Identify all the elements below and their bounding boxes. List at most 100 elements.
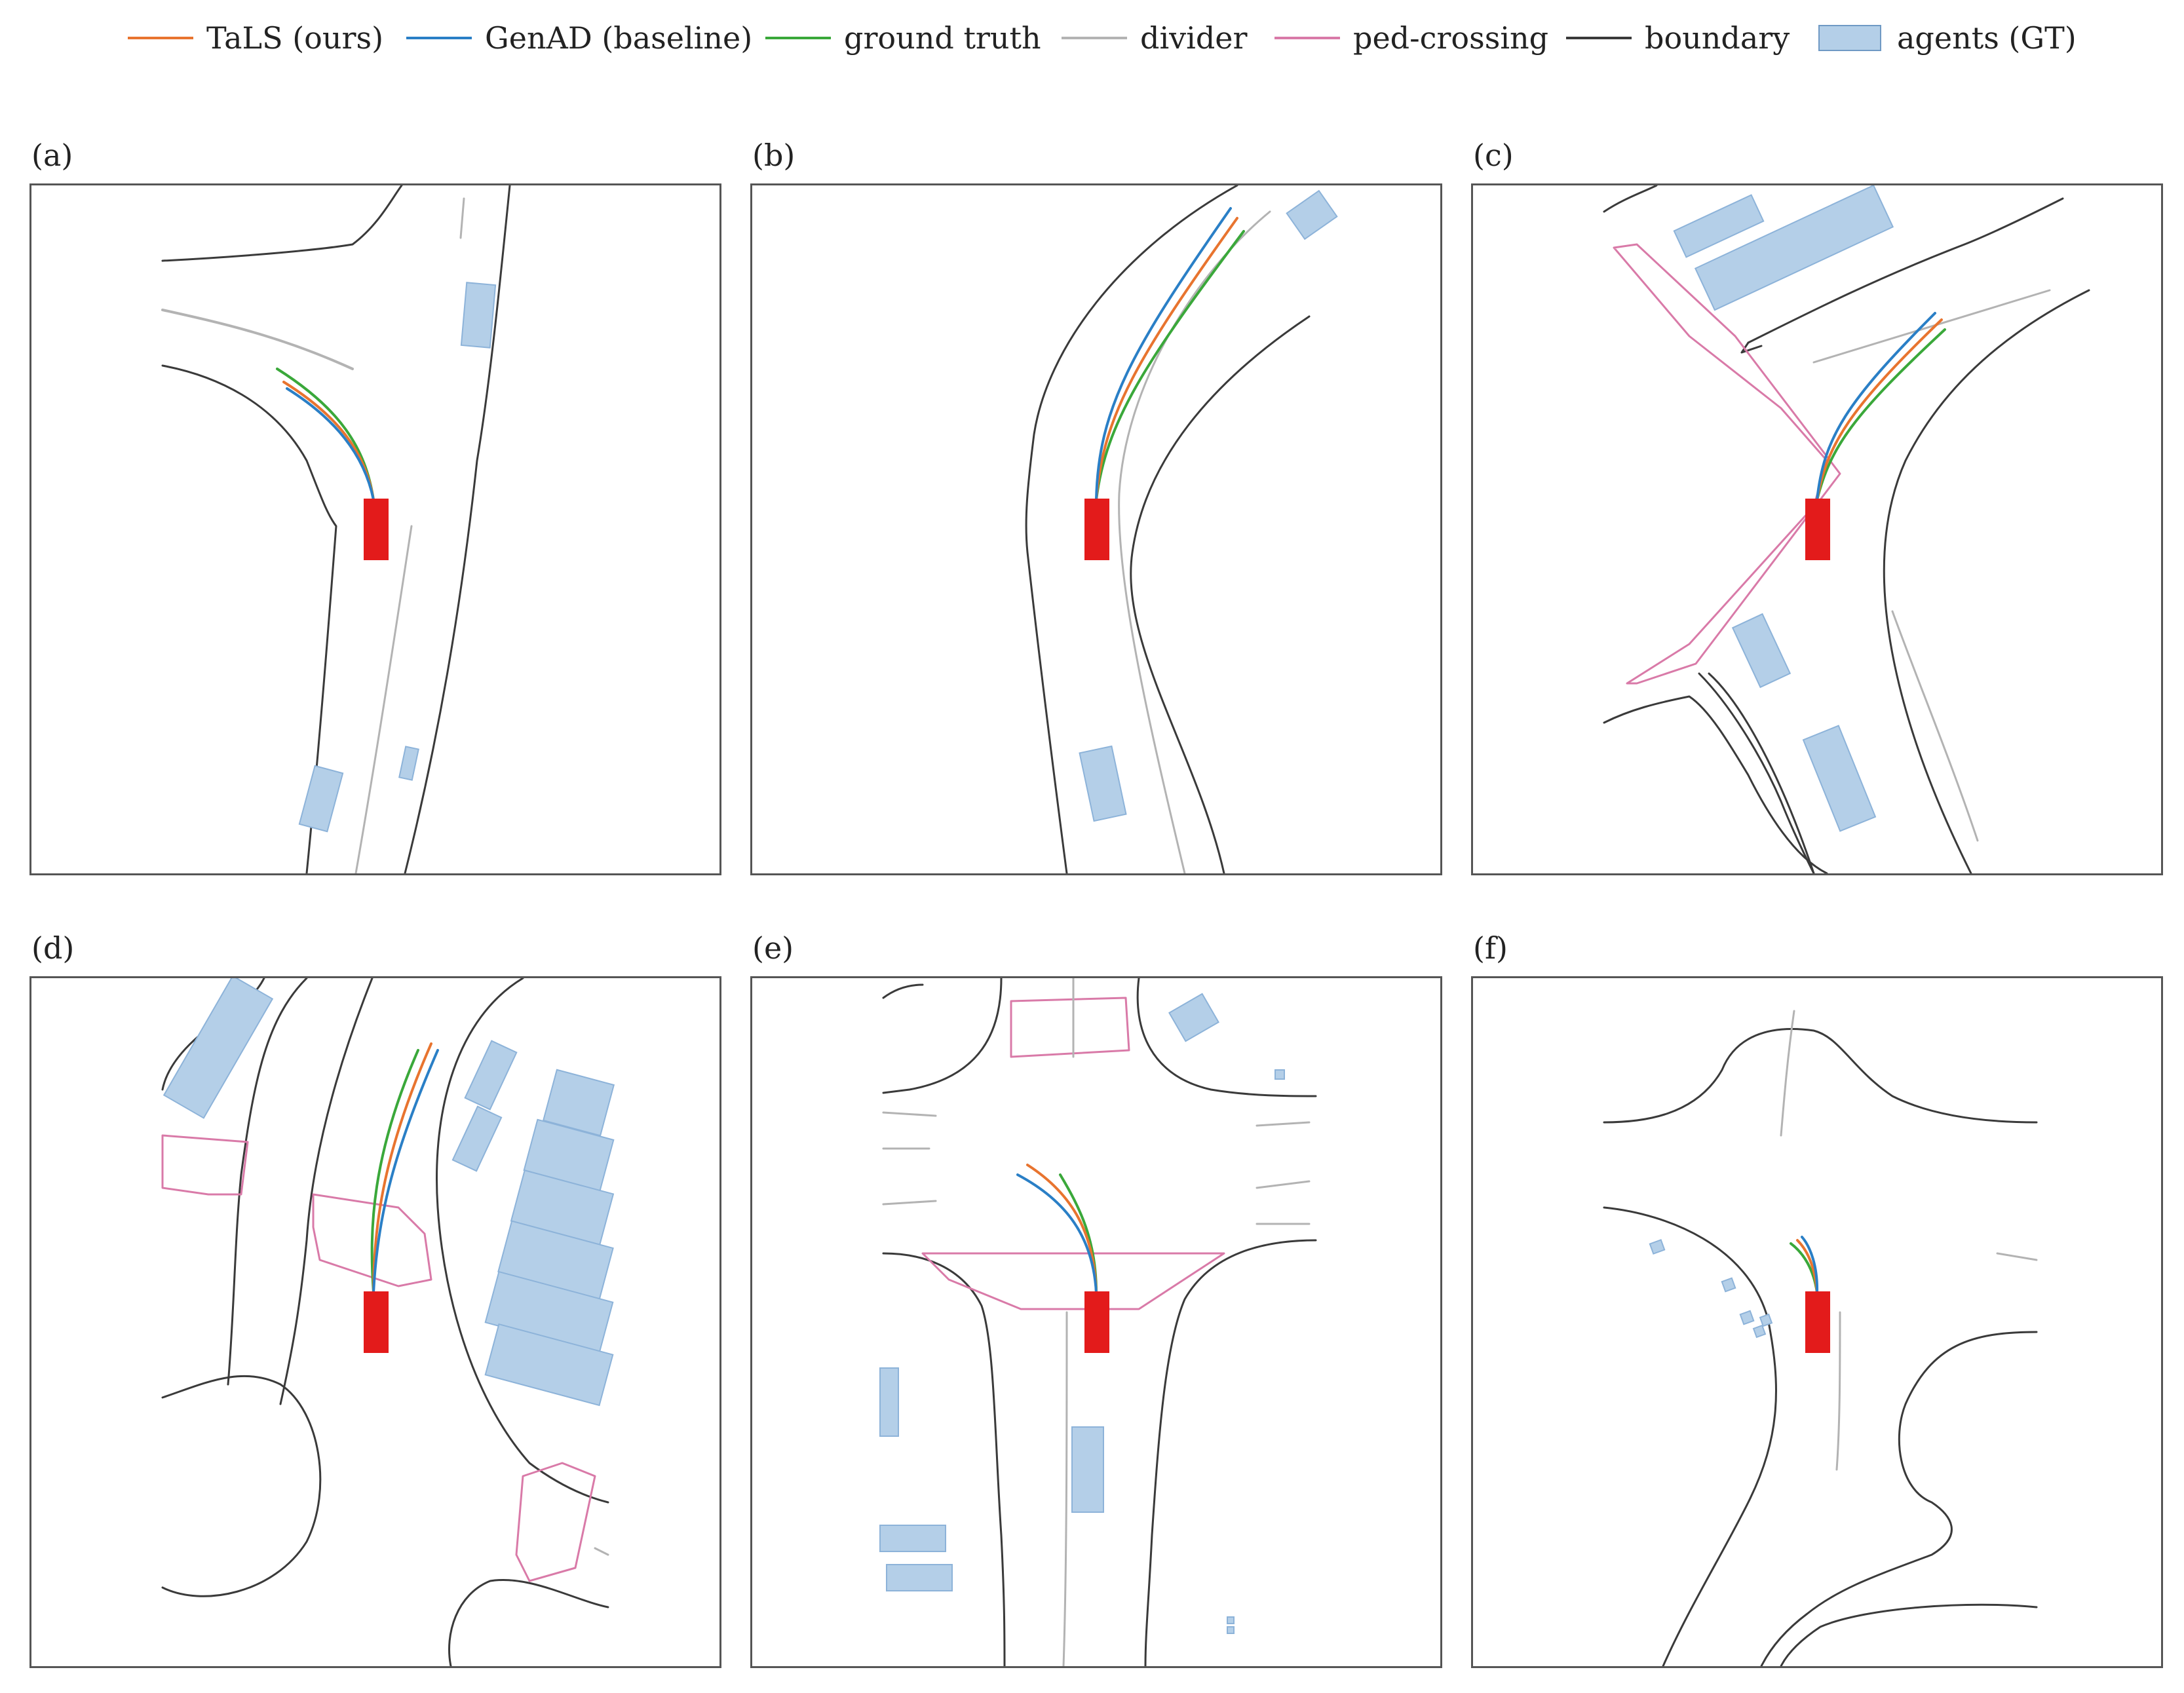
panel-e: [750, 976, 1442, 1668]
panel-c: [1471, 183, 2163, 875]
legend-label-genad: GenAD (baseline): [485, 20, 753, 56]
panel-label-e: (e): [752, 930, 794, 966]
agent-box: [1673, 194, 1765, 258]
ego-vehicle: [1805, 1291, 1830, 1353]
agent-box: [1227, 1626, 1235, 1634]
agent-box: [484, 1323, 614, 1407]
ego-vehicle: [1805, 499, 1830, 560]
legend-label-boundary: boundary: [1645, 20, 1790, 56]
boundary-line: [882, 983, 924, 999]
boundary-line: [161, 364, 337, 873]
gt-trajectory: [1816, 328, 1946, 501]
boundary-line: [1603, 1028, 2038, 1124]
divider-line: [1780, 1010, 1795, 1137]
agent-box: [1752, 1324, 1767, 1339]
legend-line-ped: [1274, 37, 1340, 39]
boundary-line: [1708, 672, 1815, 873]
agent-box: [1274, 1069, 1285, 1080]
boundary-line: [1883, 289, 2090, 873]
agent-box: [398, 746, 419, 781]
agent-box: [298, 765, 344, 833]
boundary-line: [1025, 185, 1238, 873]
divider-line: [1891, 610, 1979, 842]
ped-crossing: [161, 1134, 249, 1196]
ped-crossing: [1613, 243, 1841, 685]
legend-label-gt: ground truth: [844, 20, 1041, 56]
divider-line: [1062, 1311, 1068, 1666]
boundary-line: [1603, 1206, 1777, 1666]
divider-line: [1255, 1180, 1311, 1189]
agent-box: [1731, 613, 1791, 689]
agent-box: [1079, 745, 1127, 822]
boundary-line: [882, 1252, 1006, 1666]
legend-line-tals: [128, 37, 193, 39]
genad-trajectory: [286, 387, 375, 501]
boundary-line: [1747, 197, 2064, 344]
boundary-line: [436, 978, 609, 1504]
divider-line: [594, 1547, 609, 1556]
boundary-line: [1740, 341, 1763, 354]
genad-trajectory: [372, 1049, 439, 1294]
agent-box: [886, 1564, 953, 1591]
boundary-line: [161, 1375, 322, 1597]
genad-trajectory: [1801, 1236, 1819, 1294]
tals-trajectory: [1816, 318, 1943, 501]
agent-box: [542, 1069, 615, 1137]
panel-a-canvas: [161, 185, 511, 873]
agent-box: [1694, 185, 1894, 311]
genad-trajectory: [1095, 207, 1232, 501]
boundary-line: [404, 185, 511, 873]
ped-crossing: [921, 1252, 1225, 1310]
boundary-line: [1136, 978, 1317, 1097]
panel-label-a: (a): [31, 138, 73, 173]
panel-f-canvas: [1603, 1010, 2038, 1666]
legend-label-tals: TaLS (ours): [206, 20, 384, 56]
gt-trajectory: [1095, 230, 1245, 501]
divider-line: [1996, 1252, 2038, 1261]
boundary-line: [1144, 1239, 1317, 1666]
agent-box: [1721, 1277, 1736, 1293]
boundary-line: [1780, 1603, 2038, 1666]
agent-box: [1168, 993, 1219, 1042]
legend: TaLS (ours) GenAD (baseline) ground trut…: [0, 12, 2184, 64]
divider-line: [354, 525, 413, 873]
legend-swatch-agents: [1818, 25, 1881, 51]
panel-label-b: (b): [752, 138, 795, 173]
boundary-line: [161, 185, 403, 262]
ped-crossing: [515, 1462, 596, 1582]
divider-line: [882, 1111, 937, 1117]
ped-crossing: [1010, 997, 1130, 1058]
ego-vehicle: [364, 1291, 389, 1353]
ego-vehicle: [1084, 499, 1109, 560]
boundary-line: [1760, 1331, 2038, 1666]
divider-line: [1255, 1121, 1311, 1127]
tals-trajectory: [1095, 217, 1238, 501]
panel-d-canvas: [161, 978, 615, 1666]
agent-box: [1227, 1616, 1235, 1624]
boundary-line: [1698, 672, 1815, 873]
agent-box: [879, 1525, 946, 1552]
panel-e-canvas: [879, 978, 1317, 1666]
divider-line: [1835, 1311, 1841, 1471]
divider-line: [161, 309, 354, 370]
agent-box: [1739, 1310, 1755, 1325]
boundary-line: [882, 978, 1003, 1094]
panel-a: [29, 183, 721, 875]
agent-box: [163, 978, 274, 1119]
divider-line: [1118, 210, 1271, 873]
panel-label-f: (f): [1473, 930, 1508, 966]
agent-box: [1759, 1313, 1773, 1327]
agent-box: [464, 1040, 518, 1111]
agent-box: [1649, 1239, 1666, 1255]
agent-box: [451, 1105, 503, 1172]
panel-label-d: (d): [31, 930, 75, 966]
tals-trajectory: [372, 1042, 432, 1294]
ped-crossing: [312, 1193, 432, 1287]
boundary-line: [1130, 315, 1311, 873]
ego-vehicle: [364, 499, 389, 560]
legend-line-boundary: [1566, 37, 1632, 39]
legend-label-divider: divider: [1140, 20, 1248, 56]
agent-box: [460, 282, 497, 349]
panel-b-canvas: [1025, 185, 1338, 873]
legend-line-genad: [406, 37, 472, 39]
